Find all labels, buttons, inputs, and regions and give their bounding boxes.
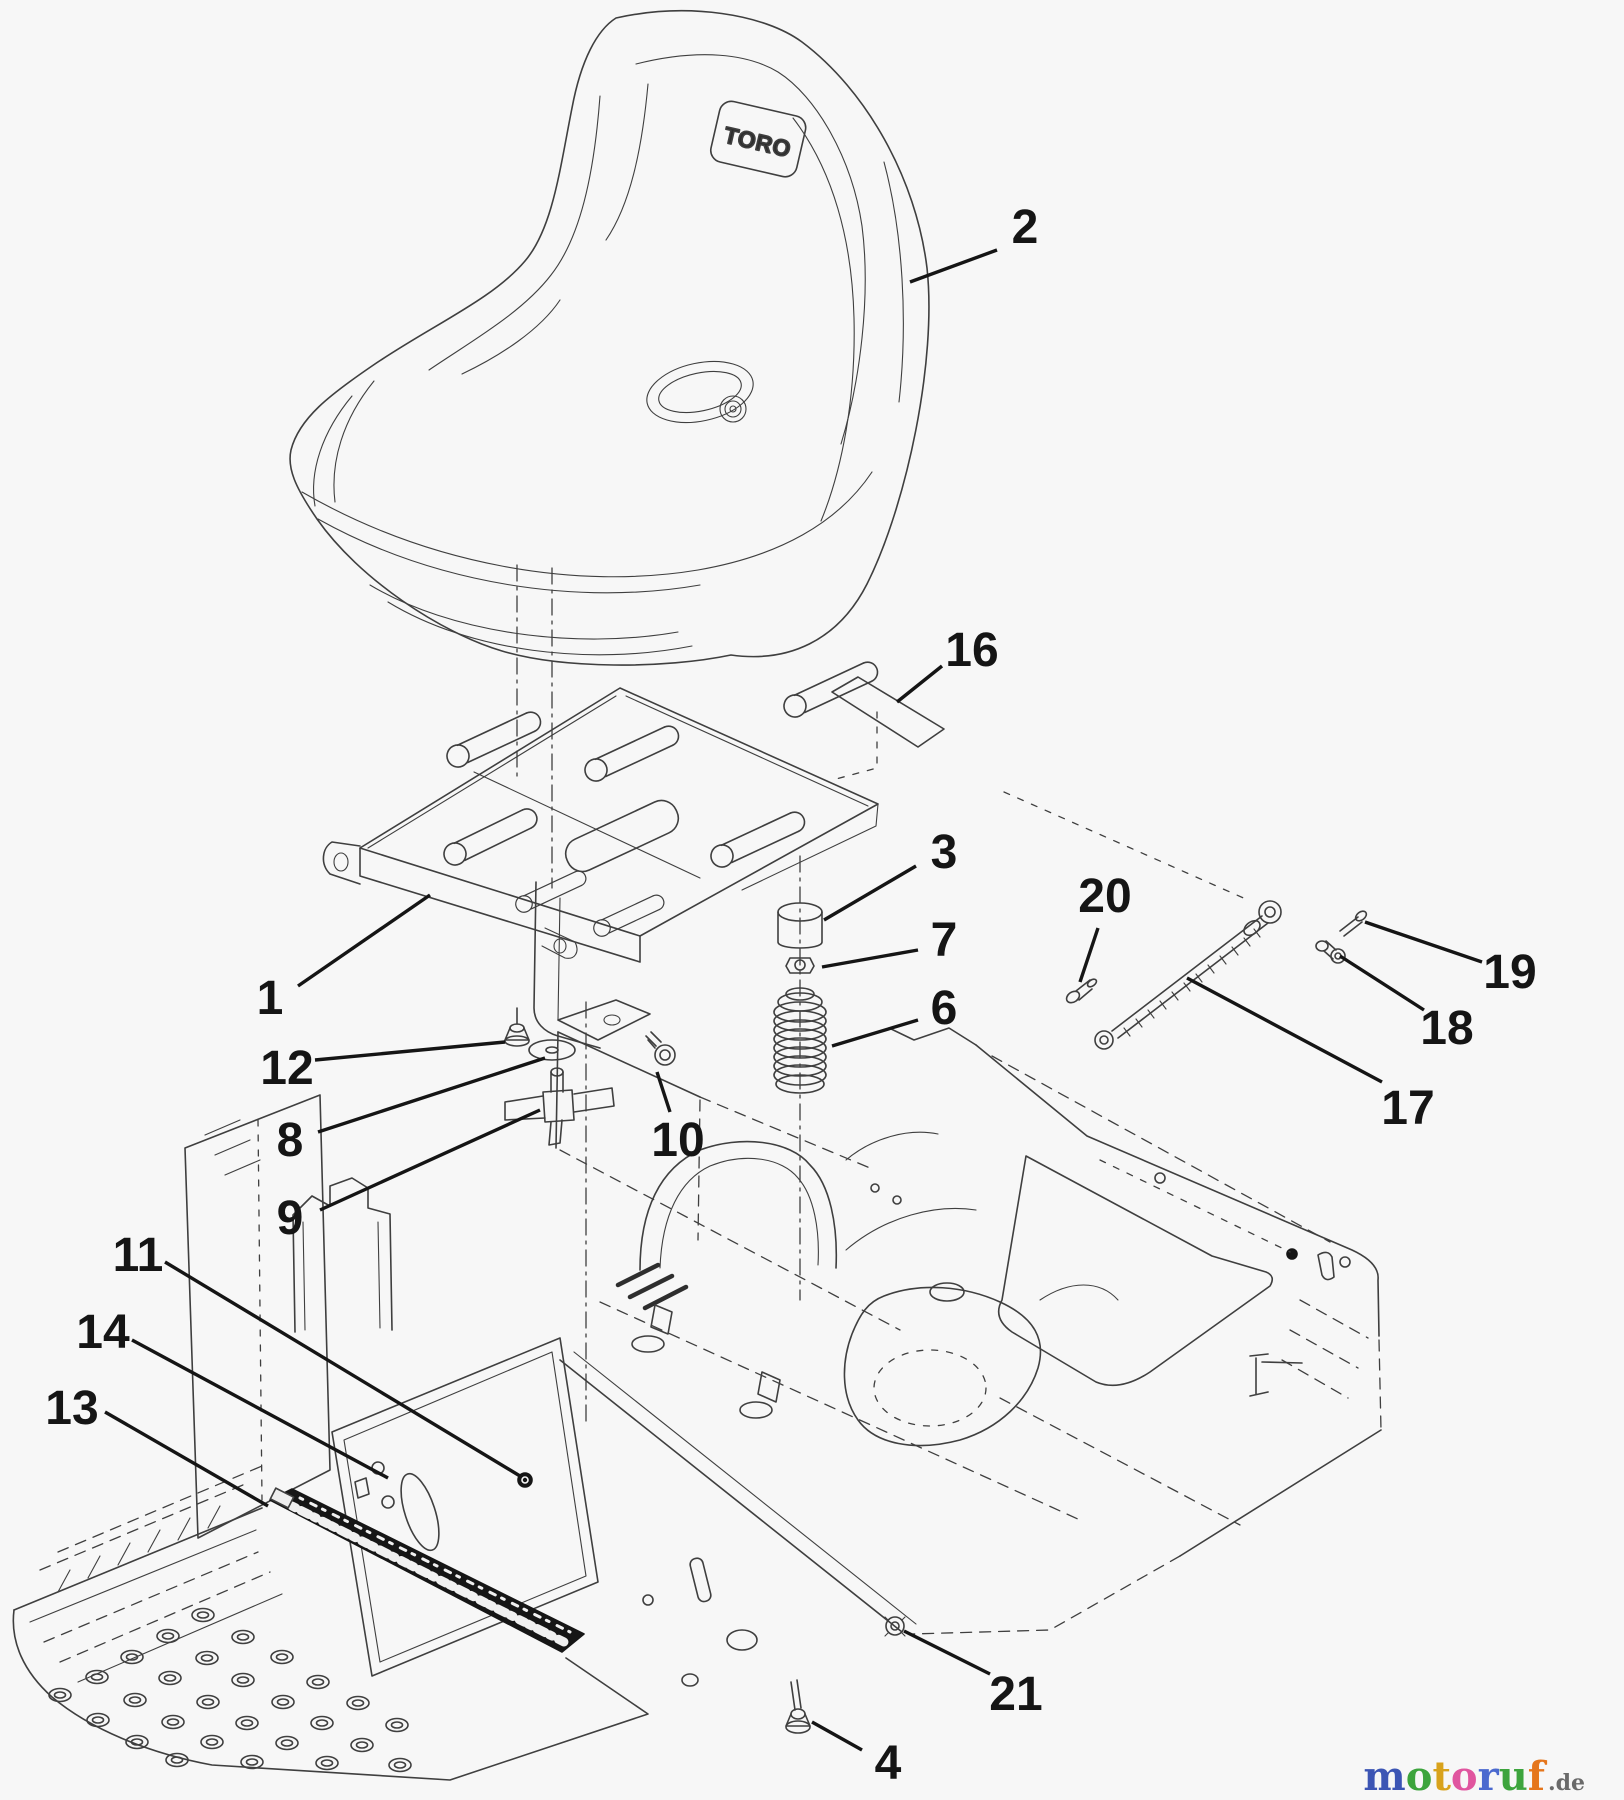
fasteners-left — [504, 1007, 676, 1146]
bolt-4 — [785, 1679, 811, 1734]
fasteners-bottom — [785, 1616, 906, 1734]
bushing-3 — [777, 902, 823, 949]
seat-mounting-plate — [322, 657, 883, 1049]
callout-4: 4 — [875, 1737, 902, 1790]
pin-19 — [1339, 910, 1368, 937]
seat-spring-assembly — [773, 902, 827, 1094]
wm-letter-o2: o — [1451, 1753, 1478, 1800]
chassis-frame — [555, 1027, 1382, 1687]
nut-7 — [785, 957, 815, 974]
callout-numbers: 1 2 3 4 6 7 8 9 10 11 12 13 14 16 17 18 … — [45, 201, 1536, 1790]
callout-6: 6 — [931, 982, 958, 1035]
callout-8: 8 — [277, 1114, 304, 1167]
callout-20: 20 — [1078, 870, 1131, 923]
cable-group — [1065, 900, 1368, 1050]
callout-2: 2 — [1012, 201, 1039, 254]
wm-letter-u: u — [1499, 1753, 1528, 1800]
callout-18: 18 — [1420, 1002, 1473, 1055]
washer-8 — [528, 1039, 576, 1061]
callout-3: 3 — [931, 826, 958, 879]
spring-6 — [773, 987, 827, 1094]
callout-19: 19 — [1483, 946, 1536, 999]
callout-leader-lines — [104, 248, 1483, 1752]
callout-10: 10 — [651, 1114, 704, 1167]
wm-letter-o1: o — [1406, 1753, 1433, 1800]
motoruf-watermark: motoruf .de — [1363, 1753, 1585, 1800]
callout-1: 1 — [257, 972, 284, 1025]
wm-suffix: .de — [1548, 1770, 1585, 1796]
nut-21 — [884, 1616, 906, 1637]
callout-7: 7 — [931, 914, 958, 967]
motoruf-logo: motoruf — [1363, 1753, 1547, 1800]
wm-letter-t: t — [1432, 1753, 1451, 1800]
callout-17: 17 — [1381, 1082, 1434, 1135]
callout-13: 13 — [45, 1382, 98, 1435]
foot-platform — [12, 1465, 649, 1781]
callout-12: 12 — [260, 1042, 313, 1095]
callout-16: 16 — [945, 624, 998, 677]
console-panels — [184, 1094, 599, 1677]
cable-17 — [1094, 900, 1282, 1050]
wm-letter-m: m — [1363, 1753, 1405, 1800]
toro-logo-text: TORO — [721, 122, 793, 163]
seat-illustration: TORO — [289, 10, 930, 666]
screw-20 — [1065, 978, 1098, 1004]
seat-pivot-recess — [646, 360, 754, 424]
callout-14: 14 — [76, 1306, 130, 1359]
control-decal-13 — [269, 1487, 585, 1653]
knob-9 — [504, 1067, 615, 1146]
wm-letter-r: r — [1478, 1753, 1500, 1800]
toro-logo-patch: TORO — [709, 100, 807, 178]
callout-11: 11 — [113, 1229, 164, 1282]
platform-dimples — [48, 1607, 412, 1773]
decal-16 — [831, 676, 945, 780]
screw-10 — [645, 1031, 676, 1066]
callout-21: 21 — [989, 1668, 1042, 1721]
wm-letter-f: f — [1528, 1753, 1548, 1800]
assembly-centerlines — [516, 564, 1249, 1426]
callout-9: 9 — [277, 1192, 304, 1245]
nut-18 — [1315, 940, 1346, 964]
screw-12 — [504, 1007, 530, 1047]
